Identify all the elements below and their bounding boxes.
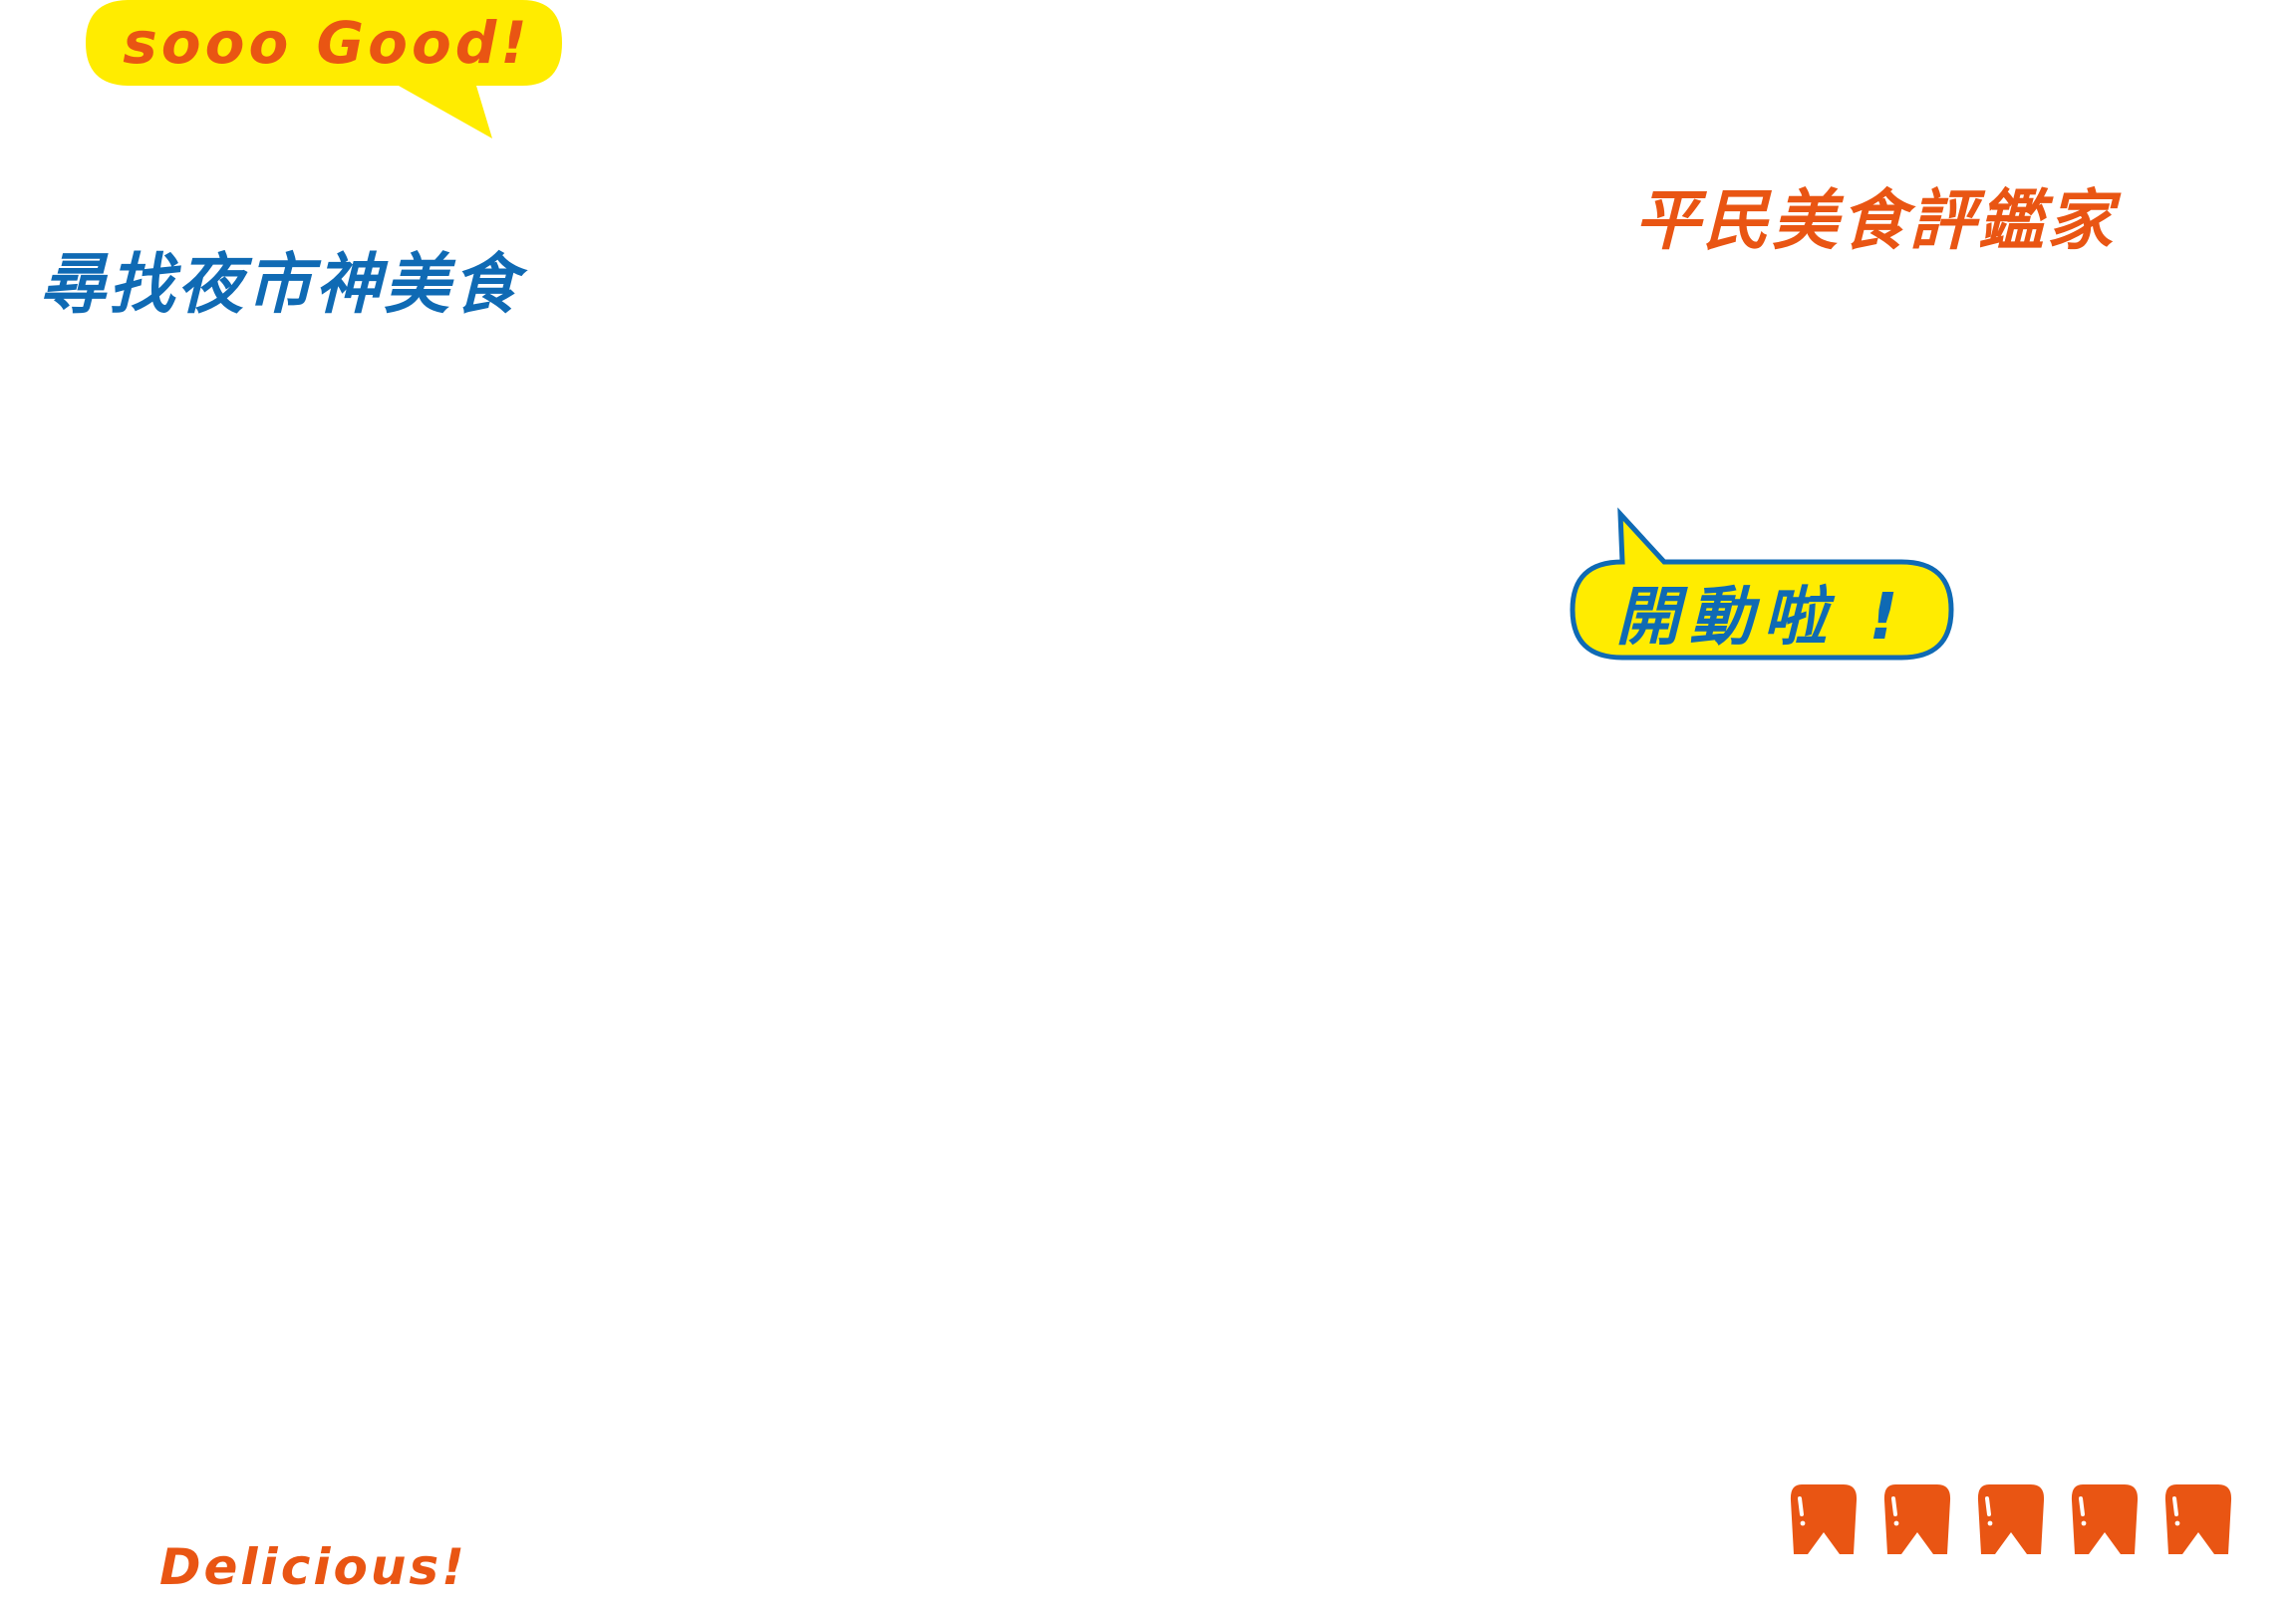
speech-bubble-middle-shape bbox=[1570, 507, 1954, 661]
tooth-icon bbox=[2071, 1484, 2139, 1554]
tooth-icon bbox=[1883, 1484, 1951, 1554]
speech-bubble-top-shape bbox=[86, 0, 562, 138]
tooth-icon bbox=[2164, 1484, 2232, 1554]
tooth-icon bbox=[1790, 1484, 1858, 1554]
headline-subtitle: 平民美食評鑑家 bbox=[1634, 182, 2116, 259]
lets-eat-text: 開動啦 ! bbox=[1615, 581, 1908, 655]
sooo-good-text: sooo Good! bbox=[123, 9, 531, 77]
speech-bubble-top bbox=[86, 0, 562, 138]
delicious-text: Delicious! bbox=[159, 1538, 467, 1596]
rating-icons bbox=[1790, 1484, 2232, 1554]
speech-bubble-middle bbox=[1570, 507, 1954, 661]
headline-title: 尋找夜市神美食 bbox=[40, 246, 521, 323]
tooth-icon bbox=[1977, 1484, 2045, 1554]
